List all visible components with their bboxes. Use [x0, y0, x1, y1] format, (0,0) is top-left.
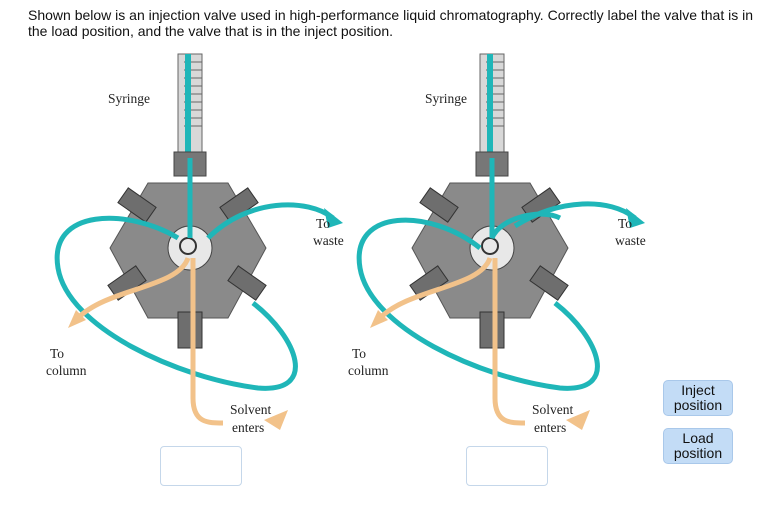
column-label-1: To [50, 346, 64, 361]
valve-illustration-1: Syringe To waste To column Solvent enter… [46, 53, 344, 435]
chip-inject-position[interactable]: Inject position [663, 380, 733, 416]
waste-label-2: waste [615, 233, 646, 248]
answer-drop-zone-2[interactable] [466, 446, 548, 486]
syringe-label: Syringe [108, 91, 150, 106]
sample-loop [356, 158, 600, 391]
answer-drop-zone-1[interactable] [160, 446, 242, 486]
column-label-1: To [352, 346, 366, 361]
chip-line2: position [673, 397, 723, 413]
waste-line [206, 202, 335, 240]
column-label-2: column [46, 363, 87, 378]
waste-label-1: To [618, 216, 632, 231]
solvent-label-2: enters [534, 420, 566, 435]
valve-diagram-1: Syringe To waste To column Solvent enter… [28, 48, 348, 448]
question-text: Shown below is an injection valve used i… [28, 7, 754, 39]
column-line [378, 256, 493, 320]
solvent-label-1: Solvent [532, 402, 574, 417]
waste-label-1: To [316, 216, 330, 231]
syringe-label: Syringe [425, 91, 467, 106]
chip-load-position[interactable]: Load position [663, 428, 733, 464]
solvent-line [492, 258, 526, 426]
solvent-label-1: Solvent [230, 402, 272, 417]
sample-loop [54, 158, 298, 391]
chip-line1: Inject [681, 382, 715, 398]
waste-label-2: waste [313, 233, 344, 248]
chip-line2: position [673, 445, 723, 461]
valve-diagram-2: Syringe To waste To column Solvent enter… [330, 48, 650, 448]
syringe-liquid [487, 54, 493, 159]
waste-line [513, 201, 637, 229]
chip-line1: Load [682, 430, 714, 446]
syringe-liquid [185, 54, 191, 159]
valve-illustration-2: Syringe To waste To column Solvent enter… [348, 53, 646, 435]
solvent-label-2: enters [232, 420, 264, 435]
column-line [76, 256, 191, 320]
column-label-2: column [348, 363, 389, 378]
solvent-line [190, 258, 224, 426]
